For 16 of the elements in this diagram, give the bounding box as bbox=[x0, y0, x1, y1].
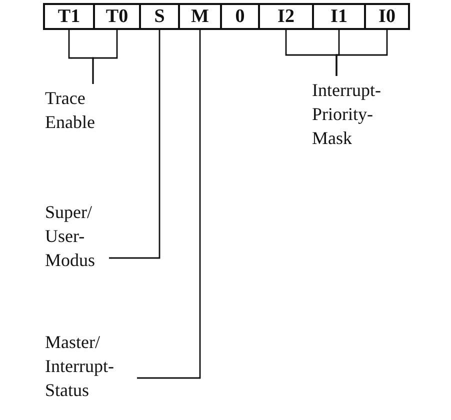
register-bit-cell: I1 bbox=[312, 3, 366, 30]
field-label: Trace Enable bbox=[45, 86, 105, 134]
bracket-line bbox=[137, 30, 201, 379]
bracket-line bbox=[92, 30, 118, 84]
register-bit-cell: S bbox=[139, 3, 180, 30]
field-label: Super/ User- Modus bbox=[45, 200, 105, 272]
bracket-line bbox=[336, 30, 388, 76]
register-bit-cell: I2 bbox=[258, 3, 314, 30]
register-bit-cell: 0 bbox=[220, 3, 260, 30]
register-bit-cell: I0 bbox=[364, 3, 410, 30]
bracket-line bbox=[109, 30, 160, 259]
register-bit-cell: T0 bbox=[93, 3, 141, 30]
register-bit-cell: T1 bbox=[43, 3, 95, 30]
field-label: Master/ Interrupt- Status bbox=[45, 330, 133, 402]
field-label: Interrupt- Priority- Mask bbox=[312, 78, 402, 150]
register-bit-cell: M bbox=[178, 3, 222, 30]
